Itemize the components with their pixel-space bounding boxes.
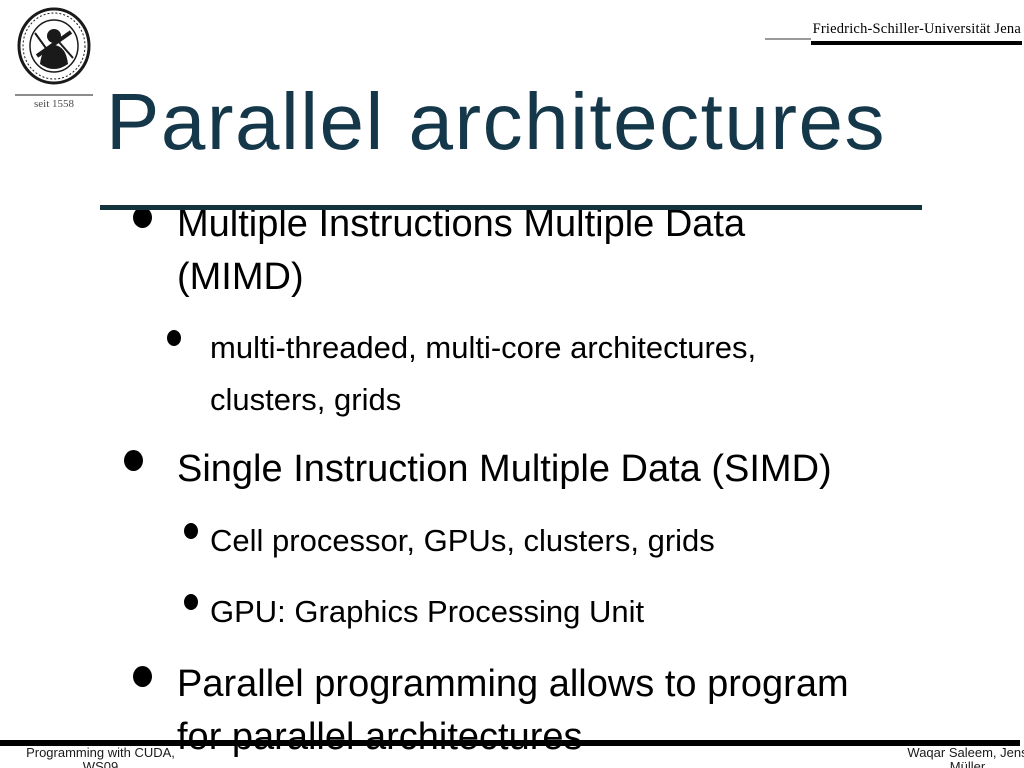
footer-divider-line bbox=[0, 740, 1020, 746]
bullet-dot bbox=[184, 594, 198, 610]
bullet-dot bbox=[133, 207, 152, 228]
footer-course: Programming with CUDA, WS09 bbox=[26, 745, 175, 768]
university-name: Friedrich-Schiller-Universität Jena bbox=[810, 21, 1022, 45]
bullet-simd-examples: Cell processor, GPUs, clusters, grids bbox=[210, 523, 715, 558]
bullet-mimd-examples: multi-threaded, multi-core architectures… bbox=[210, 330, 757, 417]
header: Friedrich-Schiller-Universität Jena bbox=[764, 21, 1022, 45]
bullet-dot bbox=[167, 330, 181, 346]
bullet-gpu-definition: GPU: Graphics Processing Unit bbox=[210, 594, 645, 629]
seal-divider-line bbox=[15, 94, 93, 96]
title-underline bbox=[100, 205, 922, 210]
bullet-mimd: Multiple Instructions Multiple Data (MIM… bbox=[177, 203, 746, 298]
seal-caption: seit 1558 bbox=[33, 98, 75, 110]
bullet-simd: Single Instruction Multiple Data (SIMD) bbox=[177, 448, 832, 490]
footer-authors: Waqar Saleem, Jens Müller bbox=[907, 745, 1024, 768]
bullet-dot bbox=[124, 450, 143, 471]
bullet-dot bbox=[133, 666, 152, 687]
university-seal: seit 1558 bbox=[14, 6, 94, 110]
bullet-parallel-programming: Parallel programming allows to program f… bbox=[177, 663, 849, 758]
slide-title: Parallel architectures bbox=[106, 77, 886, 166]
bullet-dot bbox=[184, 523, 198, 539]
header-gray-line bbox=[764, 38, 811, 40]
university-seal-icon bbox=[17, 7, 91, 85]
